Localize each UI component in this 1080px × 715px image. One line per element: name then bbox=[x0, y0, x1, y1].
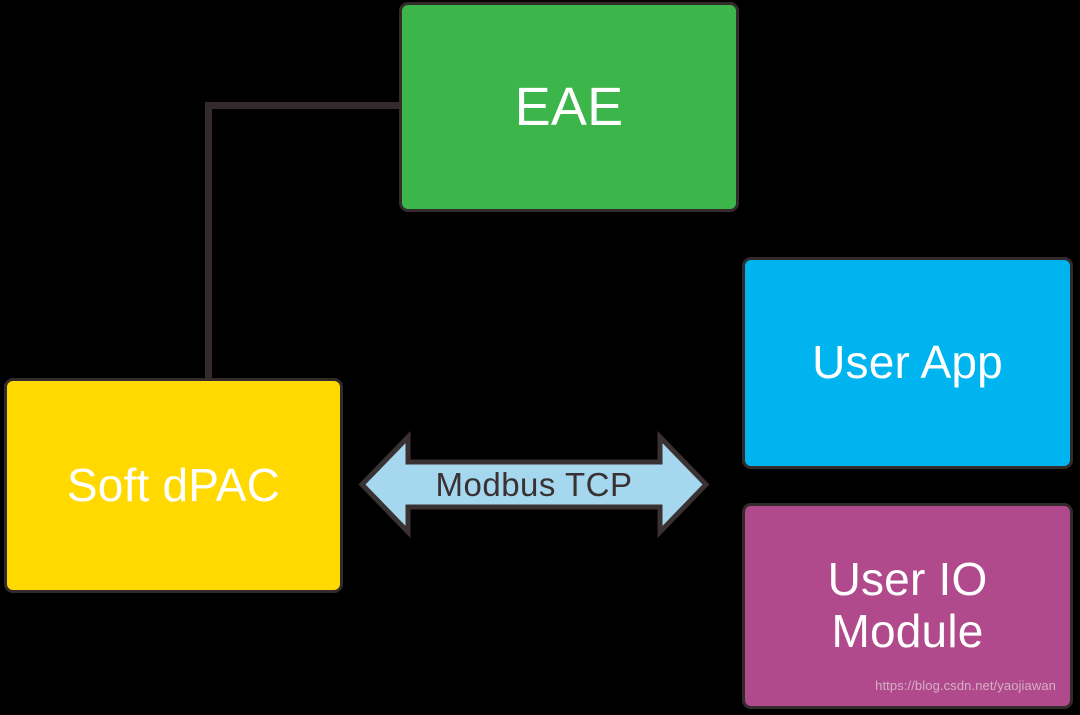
node-eae[interactable]: EAE bbox=[399, 2, 739, 212]
node-user-app[interactable]: User App bbox=[742, 257, 1073, 469]
node-soft-dpac-label: Soft dPAC bbox=[66, 458, 281, 511]
double-arrow-icon bbox=[358, 430, 710, 539]
node-user-app-label: User App bbox=[812, 336, 1003, 389]
connector-eae-to-soft-dpac-horizontal bbox=[205, 102, 402, 109]
node-user-io-module[interactable]: User IO Module https://blog.csdn.net/yao… bbox=[742, 503, 1073, 709]
connector-eae-to-soft-dpac-vertical bbox=[205, 102, 212, 382]
arrow-label-modbus-tcp: Modbus TCP bbox=[435, 466, 633, 503]
watermark-text: https://blog.csdn.net/yaojiawan bbox=[875, 678, 1056, 694]
node-eae-label: EAE bbox=[514, 76, 624, 137]
node-soft-dpac[interactable]: Soft dPAC bbox=[4, 378, 343, 593]
bidirectional-arrow-modbus-tcp[interactable]: Modbus TCP bbox=[358, 430, 710, 540]
node-user-io-module-label: User IO Module bbox=[827, 553, 988, 657]
